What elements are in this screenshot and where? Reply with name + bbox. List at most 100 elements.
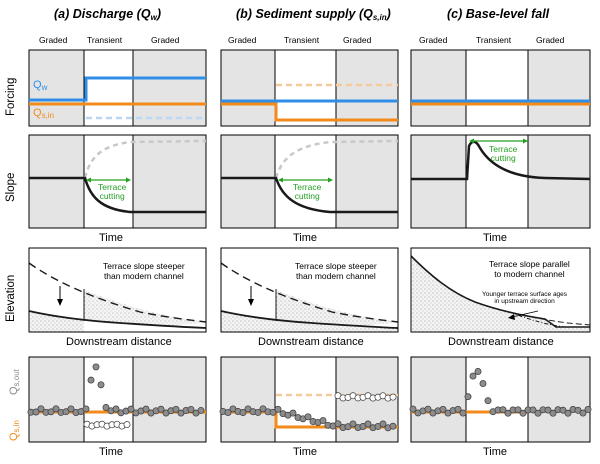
sediment-grain [464,393,472,401]
sediment-grain [87,376,95,384]
phase-transient-a: Transient [87,35,123,45]
time-label-a-flux: Time [99,446,124,458]
sediment-grain [534,409,542,417]
sediment-grain [564,409,572,417]
sediment-grain [254,408,262,416]
sediment-grain [67,405,75,413]
sediment-grain [259,405,267,413]
sediment-grain [484,397,492,405]
qw-label: Qw [33,79,48,92]
sediment-grain [439,405,447,413]
sediment-grain [334,420,342,428]
grains-a [27,363,205,430]
sediment-grain [479,380,487,388]
sediment-grain [389,422,397,430]
sediment-grain [289,409,297,417]
sediment-grain [37,405,45,413]
time-label-a-slope: Time [99,232,124,244]
distance-label-a: Downstream distance [66,336,172,348]
sediment-grain-open [123,421,131,429]
qs-in-label: Qs,in [33,107,55,120]
flux-panel-b [219,356,399,443]
sediment-grain [274,405,282,413]
sediment-grain [469,372,477,380]
sediment-grain [52,405,60,413]
sediment-grain [239,409,247,416]
sediment-grain [32,408,40,416]
sediment-grain [364,420,372,428]
sediment-grain [559,406,567,414]
sediment-grain [584,405,592,413]
sediment-grain [224,409,232,417]
sediment-grain [499,406,507,414]
sediment-grain [474,368,482,375]
sediment-grain-open [389,393,397,401]
distance-label-b: Downstream distance [258,336,364,348]
time-label-c-flux: Time [483,446,508,458]
sediment-grain [519,409,527,417]
sediment-grain [349,420,357,428]
row-label-slope: Slope [5,172,17,202]
forcing-panel-c [410,49,591,127]
column-title-b: (b) Sediment supply (Qs,in) [236,7,391,22]
phase-transient-b: Transient [284,35,320,45]
sediment-grain [157,405,165,413]
forcing-panel-a [28,49,207,127]
elevation-panel-a [28,247,207,333]
row-label-elevation: Elevation [5,274,17,322]
phase-graded-c2: Graded [536,35,565,45]
sediment-grain [187,405,195,413]
sediment-grain [379,420,387,428]
distance-label-c: Downstream distance [448,336,554,348]
sediment-grain [514,406,522,414]
sediment-grain [172,405,180,413]
slope-panel-c [410,134,591,229]
forcing-panel-b [220,49,399,127]
sediment-grain [47,408,55,416]
sediment-grain [529,406,537,414]
sediment-grain [142,405,150,413]
phase-graded-a1: Graded [39,35,68,45]
phase-graded-b1: Graded [228,35,257,45]
sediment-grain [504,409,512,417]
sediment-grain [127,405,135,413]
sediment-grain [409,405,417,413]
sediment-grain [544,406,552,414]
elevation-panel-b [220,247,399,333]
sediment-grain [579,409,587,417]
grains-b [219,392,397,432]
sediment-grain [304,413,312,421]
sediment-grain [197,406,205,414]
sediment-grain [319,417,327,425]
phase-graded-b2: Graded [343,35,372,45]
row-label-forcing: Forcing [5,77,17,116]
time-label-c-slope: Time [483,232,508,244]
column-title-a: (a) Discharge (Qw) [54,7,161,22]
qs-out-label: Qs,out [8,369,21,395]
qs-in-flux-label: Qs,in [8,419,21,441]
sediment-grain [97,381,105,389]
phase-transient-c: Transient [476,35,512,45]
sediment-grain [424,405,432,413]
sediment-grain [269,408,277,416]
sediment-grain [102,404,110,411]
grains-c [409,368,592,417]
time-label-b-flux: Time [293,446,318,458]
sediment-grain [112,405,120,413]
elevation-panel-c [410,247,591,333]
column-title-c: (c) Base-level fall [447,7,550,21]
sediment-grain [549,409,557,417]
time-label-b-slope: Time [293,232,318,244]
sediment-grain [92,363,100,371]
phase-graded-a2: Graded [151,35,180,45]
slope-panel-b [220,134,399,229]
phase-graded-c1: Graded [419,35,448,45]
flux-panel-c [409,356,592,443]
